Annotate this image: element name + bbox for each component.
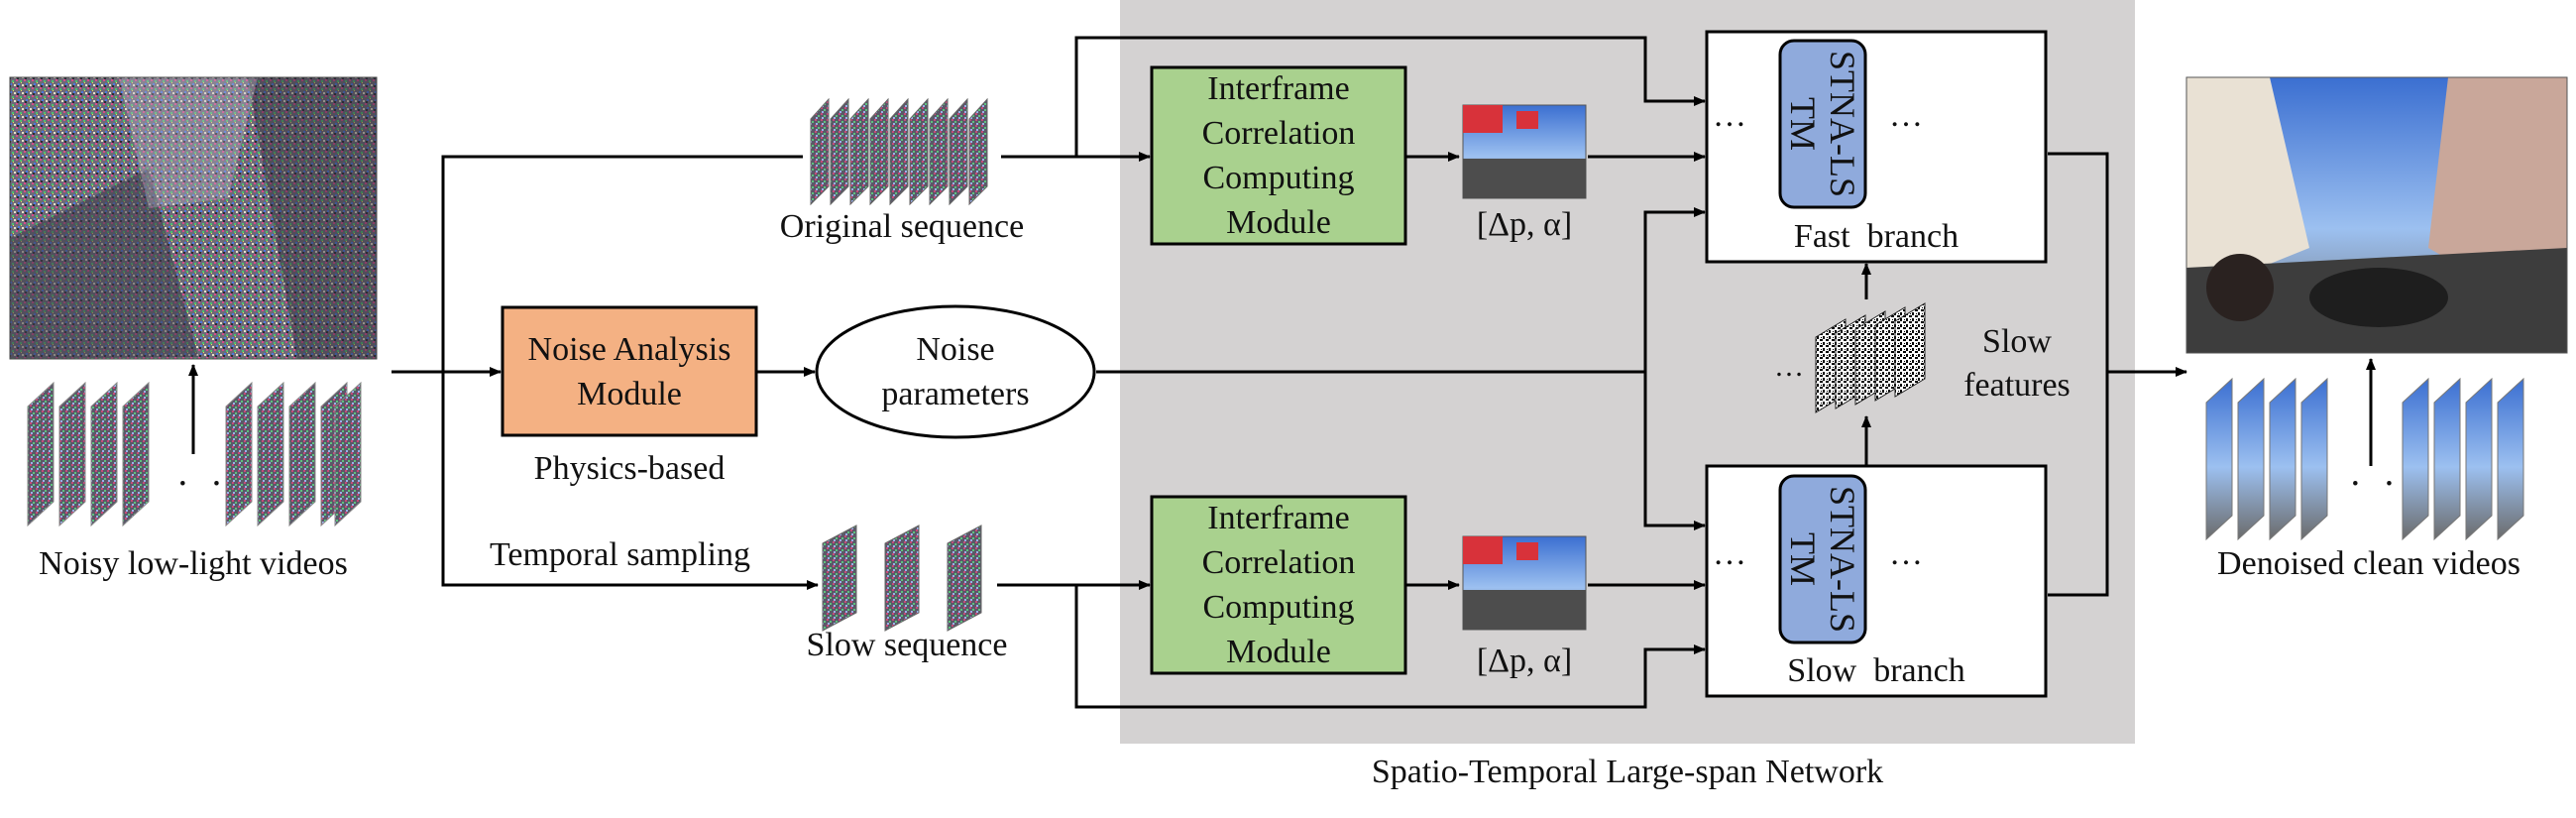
slow-sequence-label: Slow sequence — [806, 627, 1008, 663]
original-sequence-frames — [810, 97, 988, 206]
slow-features-label-2: features — [1963, 367, 2071, 404]
icc-top-line-4: Module — [1226, 204, 1331, 241]
noise-analysis-text: Noise Analysis Module — [503, 307, 756, 435]
stna-bottom-label: STNA-LSTM — [1783, 485, 1862, 633]
fast-ellipsis-left: … — [1713, 97, 1746, 134]
slow-features-ellipsis: … — [1774, 350, 1804, 383]
icc-top-text: Interframe Correlation Computing Module — [1152, 67, 1405, 244]
noise-parameters-ellipse — [815, 304, 1096, 439]
clean-frames-left — [2205, 377, 2328, 541]
noisy-frames-left — [27, 381, 150, 527]
middle-connectors — [757, 207, 1706, 530]
network-title: Spatio-Temporal Large-span Network — [1371, 754, 1884, 790]
noise-analysis-module — [501, 305, 758, 437]
offset-label-top: [Δp, α] — [1476, 206, 1573, 243]
output-connectors — [2048, 152, 2376, 597]
icc-module-top — [1150, 65, 1407, 246]
fast-branch-box — [1705, 30, 2048, 264]
slow-features-stack — [1815, 302, 1926, 413]
noise-parameters-text: Noise parameters — [817, 307, 1094, 436]
offset-frame-top — [1462, 104, 1587, 199]
icc-top-line-2: Correlation — [1201, 115, 1356, 152]
fast-branch-label: Fast branch — [1793, 218, 1960, 255]
denoised-output-image — [2185, 76, 2568, 354]
icc-bottom-text: Interframe Correlation Computing Module — [1152, 497, 1405, 673]
noise-parameters-line-1: Noise — [916, 331, 995, 368]
noisy-frames-right — [225, 381, 362, 527]
noisy-videos-label: Noisy low-light videos — [39, 545, 348, 582]
temporal-sampling-label: Temporal sampling — [490, 536, 750, 573]
noise-parameters-line-2: parameters — [881, 376, 1030, 412]
slow-sequence-frames — [822, 525, 982, 632]
icc-top-line-3: Computing — [1202, 160, 1355, 196]
noisy-input-image — [9, 76, 378, 360]
clean-frames-right — [2402, 377, 2524, 541]
bottom-connectors — [997, 580, 1706, 709]
offset-frame-bottom — [1462, 535, 1587, 631]
icc-module-bottom — [1150, 495, 1407, 675]
slow-branch-box — [1705, 464, 2048, 698]
denoised-videos-label: Denoised clean videos — [2217, 545, 2520, 582]
stna-lstm-bottom — [1778, 474, 1867, 644]
slow-branch-label: Slow branch — [1787, 652, 1965, 689]
stna-top-text: STNA-LSTM — [1780, 41, 1865, 207]
icc-top-line-1: Interframe — [1207, 70, 1350, 107]
icc-bottom-line-2: Correlation — [1201, 544, 1356, 581]
denoised-dots: · · — [2349, 463, 2402, 505]
physics-based-label: Physics-based — [533, 450, 726, 487]
fast-ellipsis-right: … — [1889, 97, 1923, 134]
stna-bottom-text: STNA-LSTM — [1780, 476, 1865, 643]
stna-lstm-top — [1778, 39, 1867, 209]
icc-bottom-line-1: Interframe — [1207, 500, 1350, 536]
slow-features-label-1: Slow — [1982, 323, 2052, 360]
input-connectors — [392, 155, 819, 590]
original-sequence-label: Original sequence — [779, 208, 1025, 245]
noise-analysis-line-2: Module — [577, 375, 682, 412]
offset-label-bottom: [Δp, α] — [1476, 643, 1573, 679]
slow-ellipsis-right: … — [1889, 535, 1923, 572]
noisy-dots: · · — [176, 463, 229, 505]
icc-bottom-line-4: Module — [1226, 634, 1331, 670]
top-connectors — [1001, 36, 1706, 162]
noise-analysis-line-1: Noise Analysis — [527, 330, 731, 368]
icc-bottom-line-3: Computing — [1202, 589, 1355, 626]
slow-ellipsis-left: … — [1713, 535, 1746, 572]
stna-top-label: STNA-LSTM — [1783, 50, 1862, 197]
